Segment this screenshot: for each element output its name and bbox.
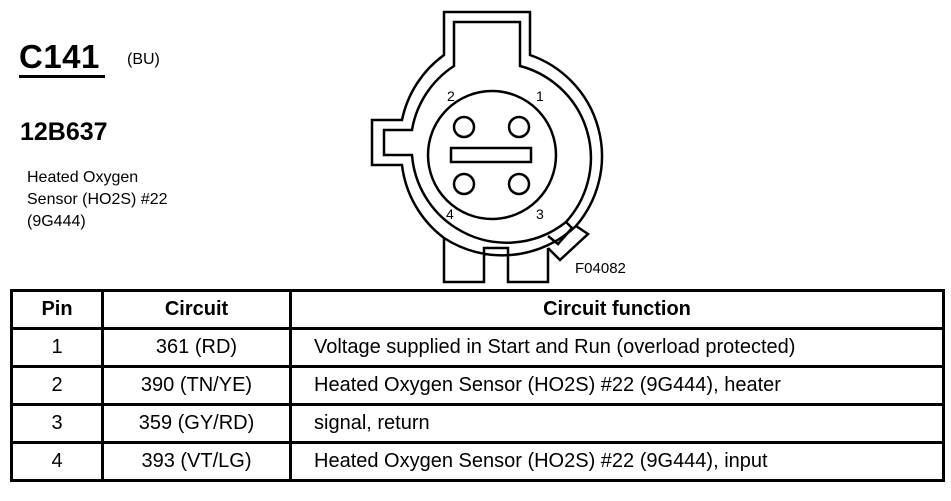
circuit-cell: 393 (VT/LG) <box>101 441 292 482</box>
pin-cell: 3 <box>10 403 104 444</box>
table-row: 3 359 (GY/RD) signal, return <box>10 403 945 444</box>
function-cell: Heated Oxygen Sensor (HO2S) #22 (9G444),… <box>289 441 945 482</box>
part-number: 12B637 <box>20 118 108 146</box>
table-row: 1 361 (RD) Voltage supplied in Start and… <box>10 327 945 368</box>
circuit-cell: 359 (GY/RD) <box>101 403 292 444</box>
pin-cell: 2 <box>10 365 104 406</box>
pin-hole-1 <box>507 115 531 139</box>
pin-cell: 4 <box>10 441 104 482</box>
function-cell: Heated Oxygen Sensor (HO2S) #22 (9G444),… <box>289 365 945 406</box>
center-key-bar <box>449 146 533 164</box>
pin-hole-3 <box>507 172 531 196</box>
table-header-row: Pin Circuit Circuit function <box>10 289 945 330</box>
description-line-3: (9G444) <box>27 213 86 230</box>
function-cell: Voltage supplied in Start and Run (overl… <box>289 327 945 368</box>
header-function: Circuit function <box>289 289 945 330</box>
connector-housing-outline <box>370 10 604 284</box>
description-line-1: Heated Oxygen <box>27 169 139 186</box>
description-line-2: Sensor (HO2S) #22 <box>27 191 168 208</box>
circuit-cell: 361 (RD) <box>101 327 292 368</box>
pin-table: Pin Circuit Circuit function 1 361 (RD) … <box>10 289 945 482</box>
receptacle-circle <box>426 89 558 221</box>
table-row: 2 390 (TN/YE) Heated Oxygen Sensor (HO2S… <box>10 365 945 406</box>
connector-id-underline <box>19 75 105 78</box>
function-cell: signal, return <box>289 403 945 444</box>
circuit-cell: 390 (TN/YE) <box>101 365 292 406</box>
header-circuit: Circuit <box>101 289 292 330</box>
pin-label-4: 4 <box>446 206 454 222</box>
pin-hole-2 <box>452 115 476 139</box>
pin-label-1: 1 <box>536 88 544 104</box>
connector-face-diagram: 2 1 4 3 <box>370 10 604 284</box>
figure-code: F04082 <box>575 260 626 277</box>
table-row: 4 393 (VT/LG) Heated Oxygen Sensor (HO2S… <box>10 441 945 482</box>
connector-inner-outline <box>382 20 593 246</box>
pin-label-3: 3 <box>536 206 544 222</box>
connector-id: C141 <box>19 38 100 75</box>
connector-color: (BU) <box>127 51 160 68</box>
pin-hole-4 <box>452 172 476 196</box>
pin-cell: 1 <box>10 327 104 368</box>
pin-label-2: 2 <box>447 88 455 104</box>
header-pin: Pin <box>10 289 104 330</box>
